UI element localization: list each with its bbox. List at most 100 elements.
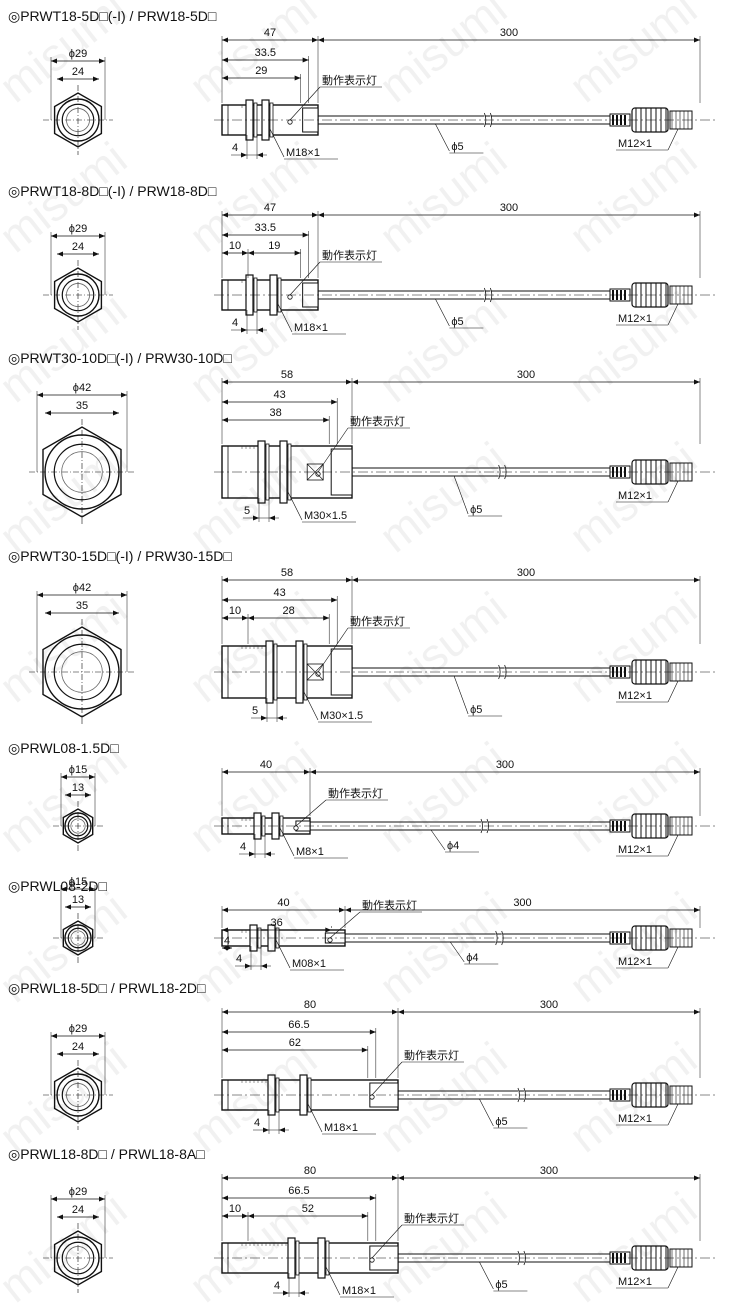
connector-thread-label: M12×1 xyxy=(618,490,652,502)
dim-outer-diameter-arrow-right xyxy=(89,886,95,892)
dim-outer-diameter-label: ϕ42 xyxy=(73,582,91,594)
dim-cable-length-label: 300 xyxy=(513,897,531,909)
dim-body-length-arrow-right xyxy=(339,907,345,913)
led-leader xyxy=(329,911,361,939)
section-title: ◎PRWL18-8D□ / PRWL18-8A□ xyxy=(8,1146,205,1162)
section-title: ◎PRWL08-2D□ xyxy=(8,878,107,894)
sensing-face-circle xyxy=(67,815,89,837)
section-title: ◎PRWT30-15D□(-I) / PRW30-15D□ xyxy=(8,548,232,564)
section-title: ◎PRWT18-5D□(-I) / PRW18-5D□ xyxy=(8,8,217,24)
dim-outer-diameter-arrow-left xyxy=(51,58,57,64)
cable-dia-leader xyxy=(479,1261,494,1290)
dim-hex-width-arrow-right xyxy=(93,76,99,82)
sensing-face-circle xyxy=(53,443,111,501)
dim-d3-arrow-left xyxy=(222,1213,228,1219)
indicator-led xyxy=(369,1257,375,1263)
cable-diameter-label: ϕ5 xyxy=(451,141,463,153)
dim-outer-diameter-label: ϕ29 xyxy=(69,48,87,60)
dim-hex-width-label: 24 xyxy=(72,1041,84,1053)
dim-d3-arrow-right xyxy=(242,615,248,621)
dim-d1-arrow-left xyxy=(222,399,228,405)
side-view xyxy=(214,640,716,704)
dim-nut-label: 4 xyxy=(240,841,246,853)
dim-body-length-arrow-left xyxy=(222,37,228,43)
dim-cable-length-arrow-left xyxy=(310,769,316,775)
dim-nut-arrows xyxy=(263,1127,285,1133)
dim-body-length-arrow-left xyxy=(222,1175,228,1181)
cable-diameter-label: ϕ4 xyxy=(466,952,478,964)
dim-d1-arrow-left xyxy=(222,1029,228,1035)
connector-thread-label: M12×1 xyxy=(618,1113,652,1125)
dim-outer-diameter-arrow-left xyxy=(51,1033,57,1039)
boot-rib xyxy=(620,115,622,125)
dim-body-length-label: 40 xyxy=(277,897,289,909)
dim-body-length-arrow-left xyxy=(222,379,228,385)
dim-d1-arrow-right xyxy=(325,927,332,933)
dim-cable-length-arrow-right xyxy=(694,1175,700,1181)
indicator-led xyxy=(327,937,333,943)
dim-nut-label: 5 xyxy=(252,705,258,717)
section-title: ◎PRWT18-8D□(-I) / PRW18-8D□ xyxy=(8,183,217,199)
dim-d1-label: 43 xyxy=(273,389,285,401)
dim-outer-diameter-label: ϕ29 xyxy=(69,223,87,235)
dim-cable-length-label: 300 xyxy=(517,369,535,381)
thread-spec-label: M18×1 xyxy=(294,322,328,334)
thread-circle xyxy=(56,273,100,317)
dim-d1-arrow-left xyxy=(222,927,228,933)
dim-nut-label: 4 xyxy=(232,142,238,154)
dim-cable-length-arrow-left xyxy=(318,212,324,218)
boot-rib xyxy=(620,667,622,677)
indicator-led xyxy=(315,471,321,477)
dim-hex-width-arrow-left xyxy=(57,76,63,82)
dim-d1-arrow-left xyxy=(222,57,228,63)
connector-leader xyxy=(667,303,679,326)
dim-outer-diameter-label: ϕ29 xyxy=(69,1186,87,1198)
led-leader xyxy=(317,427,349,473)
thread-leader xyxy=(325,1266,341,1296)
cable-diameter-label: ϕ5 xyxy=(470,704,482,716)
dim-hex-width-arrow-left xyxy=(45,610,51,616)
dim-cable-length-arrow-right xyxy=(694,1009,700,1015)
dim-d1-label: 66.5 xyxy=(288,1019,309,1031)
dim-d2-label: 28 xyxy=(282,605,294,617)
connector-leader xyxy=(667,1103,679,1126)
dim-cable-length-arrow-right xyxy=(694,577,700,583)
connector-thread-label: M12×1 xyxy=(618,690,652,702)
dim-body-length-label: 58 xyxy=(281,369,293,381)
led-indicator-label: 動作表示灯 xyxy=(362,898,417,912)
dim-body-length-arrow-right xyxy=(346,379,352,385)
led-indicator-label: 動作表示灯 xyxy=(350,614,405,628)
dim-cable-length-arrow-left xyxy=(318,37,324,43)
led-indicator-label: 動作表示灯 xyxy=(322,248,377,262)
dim-body-length-arrow-left xyxy=(222,1009,228,1015)
dim-d1-arrow-right xyxy=(302,57,309,63)
connector-leader xyxy=(667,946,679,969)
dim-nut-arrows xyxy=(261,715,283,721)
inner-circle xyxy=(66,108,90,132)
inner-circle xyxy=(66,1246,90,1270)
dim-d3-label: 10 xyxy=(229,240,241,252)
dim-cable-length-label: 300 xyxy=(517,567,535,579)
marking-box-cross xyxy=(306,663,324,681)
dim-d2-arrow-right xyxy=(361,1047,368,1053)
dim-body-length-label: 58 xyxy=(281,567,293,579)
hex-nut-outline xyxy=(53,92,103,148)
dim-d2-label: 29 xyxy=(255,65,267,77)
cable-dia-leader xyxy=(479,1098,494,1127)
dim-body-length-arrow-right xyxy=(392,1175,398,1181)
dim-body-length-arrow-right xyxy=(392,1009,398,1015)
led-indicator-label: 動作表示灯 xyxy=(328,786,383,800)
dim-hex-width-label: 13 xyxy=(72,894,84,906)
dim-d2-arrow-left xyxy=(248,250,254,256)
